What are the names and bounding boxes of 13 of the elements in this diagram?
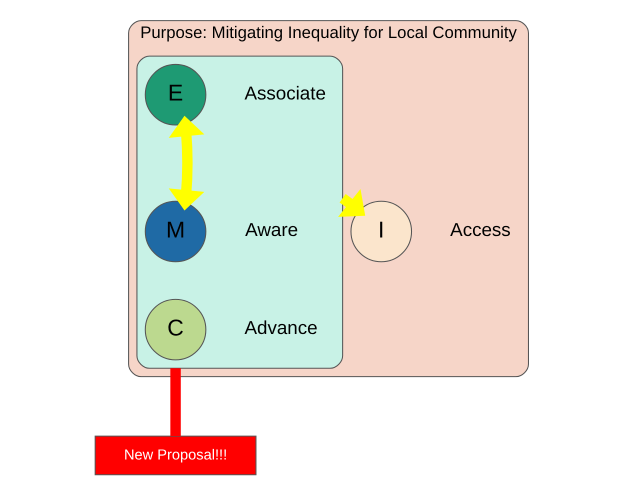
arrow — [338, 188, 365, 217]
node-circle: M — [144, 200, 206, 262]
node-label: Advance — [244, 317, 318, 338]
connector — [170, 368, 180, 436]
node-label: Associate — [244, 82, 326, 104]
node-circle: E — [144, 64, 206, 126]
arrow — [168, 116, 204, 210]
node-label: Access — [450, 219, 510, 240]
node-box: New Proposal!!! — [94, 436, 256, 476]
node-circle: I — [350, 200, 412, 262]
node-circle: C — [144, 298, 206, 360]
node-label: Aware — [244, 219, 298, 240]
cluster — [136, 56, 343, 369]
